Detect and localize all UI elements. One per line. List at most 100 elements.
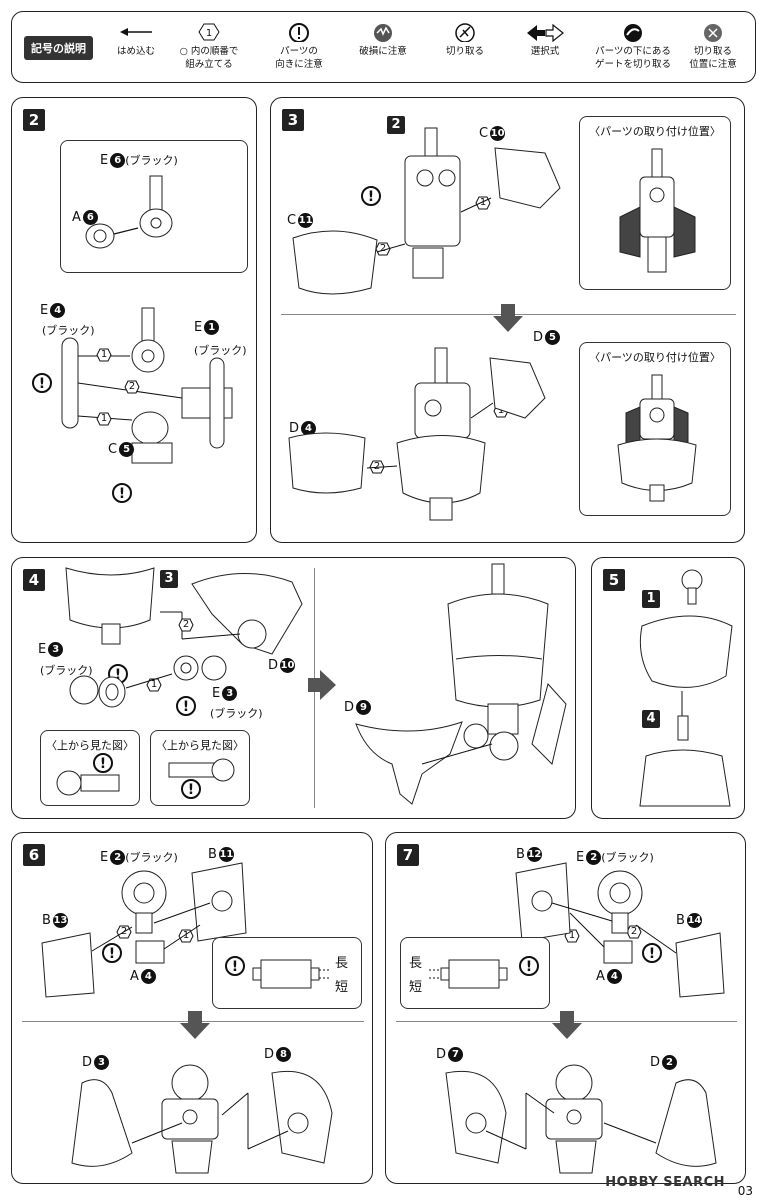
warning-icon: !	[176, 696, 196, 716]
placement-callout: 〈パーツの取り付け位置〉	[579, 116, 731, 290]
part-color-e3b: (ブラック)	[210, 707, 263, 720]
callout-title: 〈パーツの取り付け位置〉	[589, 351, 721, 364]
placement-illustration	[617, 374, 697, 502]
order-mark-2: 2	[178, 618, 194, 632]
ankle-parts-illustration	[515, 862, 725, 998]
part-color-e4: (ブラック)	[42, 324, 95, 337]
foot-assembly-illustration	[71, 1064, 333, 1174]
svg-text:1: 1	[206, 28, 212, 39]
callout-title: 〈パーツの取り付け位置〉	[589, 125, 721, 138]
joint-part-illustration	[85, 175, 173, 249]
ref-step-1: 1	[642, 590, 660, 608]
legend-label-order: ○ 内の順番で 組み立てる	[179, 46, 239, 70]
orientation-callout: 長 短 !	[400, 937, 550, 1009]
step-number: 3	[282, 109, 304, 131]
callout-title: 〈上から見た図〉	[156, 739, 244, 752]
step-number: 6	[23, 844, 45, 866]
down-arrow-icon	[493, 304, 523, 332]
legend-title: 記号の説明	[24, 36, 93, 60]
label-short: 短	[409, 980, 423, 995]
page-number: 03	[737, 1184, 753, 1198]
top-view-callout: 〈上から見た図〉 !	[40, 730, 140, 806]
label-long: 長	[409, 956, 423, 971]
warning-icon: !	[112, 483, 132, 503]
arrow-left-icon	[120, 28, 152, 36]
warning-icon: !	[181, 779, 201, 799]
legend-item-cut: 切り取る	[426, 22, 504, 58]
leg-frame-illustration	[61, 307, 233, 464]
legend-item-gate-cut: パーツの下にある ゲートを切り取る	[580, 22, 686, 71]
right-arrow-icon	[308, 670, 336, 700]
step-number: 2	[23, 109, 45, 131]
step-5-panel: 5 1 4	[591, 557, 745, 819]
label-short: 短	[335, 980, 349, 995]
legend-item-snap: はめ込む	[97, 22, 175, 58]
part-color-e3a: (ブラック)	[40, 664, 93, 677]
step-number: 7	[397, 844, 419, 866]
order-hexagon-icon: 1	[198, 23, 220, 41]
step-3-panel: 3 2 C10 C11 ! 1 2 〈パーツの取り付け位置〉 D5 D4 1 2	[270, 97, 745, 543]
down-arrow-icon	[552, 1011, 582, 1039]
lower-body-illustration	[355, 563, 567, 805]
legend-label-warning: パーツの 向きに注意	[275, 46, 323, 70]
order-mark-1: 1	[96, 348, 112, 362]
cut-icon	[455, 23, 475, 42]
legend-label-cut: 切り取る	[445, 46, 484, 57]
step-number: 5	[603, 569, 625, 591]
legend-item-damage: 破損に注意	[344, 22, 422, 58]
cut-position-icon	[704, 24, 722, 42]
step-number: 4	[23, 569, 45, 591]
top-view-illustration	[56, 770, 120, 796]
legend-label-choice: 選択式	[530, 46, 560, 57]
legend-label-damage: 破損に注意	[359, 46, 407, 57]
legend-item-order: 1 ○ 内の順番で 組み立てる	[170, 22, 248, 71]
warning-icon: !	[32, 373, 52, 393]
legend-label-cut-position: 切り取る 位置に注意	[689, 46, 737, 70]
legend-item-warning: パーツの 向きに注意	[260, 22, 338, 71]
placement-illustration	[619, 148, 696, 273]
legend-label-gate-cut: パーツの下にある ゲートを切り取る	[594, 46, 671, 70]
ref-step-3: 3	[160, 570, 178, 588]
warning-icon	[289, 23, 309, 42]
order-mark-2: 2	[124, 380, 140, 394]
legend-item-cut-position: 切り取る 位置に注意	[674, 22, 752, 71]
part-orientation-illustration	[429, 959, 508, 989]
top-view-callout-2: 〈上から見た図〉 !	[150, 730, 250, 806]
part-color-e1: (ブラック)	[194, 344, 247, 357]
warning-icon: !	[361, 186, 381, 206]
hip-with-skirt-illustration	[288, 347, 546, 521]
torso-assembly-illustration	[639, 569, 733, 807]
skirt-and-joint-illustration	[65, 567, 303, 655]
warning-icon: !	[93, 753, 113, 773]
ball-joint-illustration	[69, 655, 227, 708]
top-view-illustration	[168, 758, 235, 782]
foot-assembly-illustration	[445, 1064, 717, 1174]
order-mark-1b: 1	[96, 412, 112, 426]
watermark: HOBBY SEARCH	[605, 1175, 725, 1190]
choice-arrows-icon	[527, 23, 564, 42]
damage-icon	[374, 24, 392, 42]
